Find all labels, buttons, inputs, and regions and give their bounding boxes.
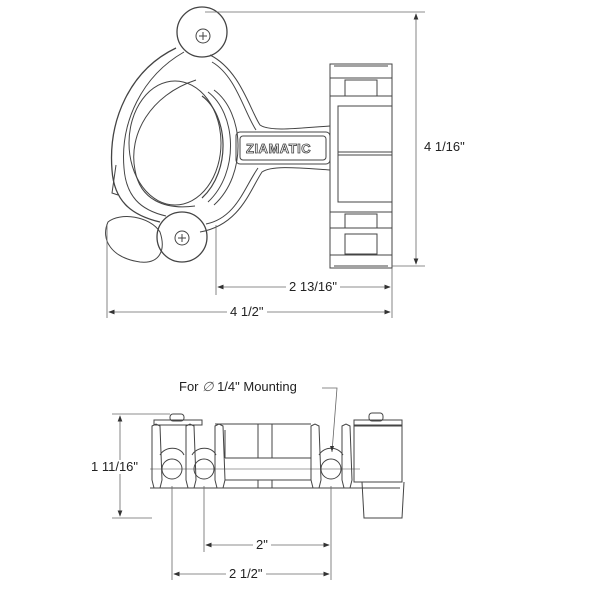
dimension-height-top: 4 1/16" — [421, 140, 468, 154]
dimension-overall-width-side: 2 1/2" — [226, 567, 266, 581]
leader-arrow-icon — [330, 446, 334, 452]
top-view-dimension-lines — [106, 11, 425, 318]
side-view-bracket — [150, 412, 405, 519]
callout-text: 1/4" Mounting — [217, 379, 297, 394]
diameter-symbol-icon: ∅ — [202, 379, 214, 394]
dimension-height-side: 1 11/16" — [88, 460, 142, 474]
brand-logo: ZIAMATIC — [246, 141, 312, 157]
callout-prefix: For — [179, 379, 199, 394]
dimension-hole-spacing: 2" — [253, 538, 271, 552]
top-view-bracket — [105, 6, 393, 269]
dimension-overall-width-top: 4 1/2" — [227, 305, 267, 319]
mounting-callout: For ∅ 1/4" Mounting — [176, 380, 300, 394]
dimension-partial-width-top: 2 13/16" — [286, 280, 340, 294]
